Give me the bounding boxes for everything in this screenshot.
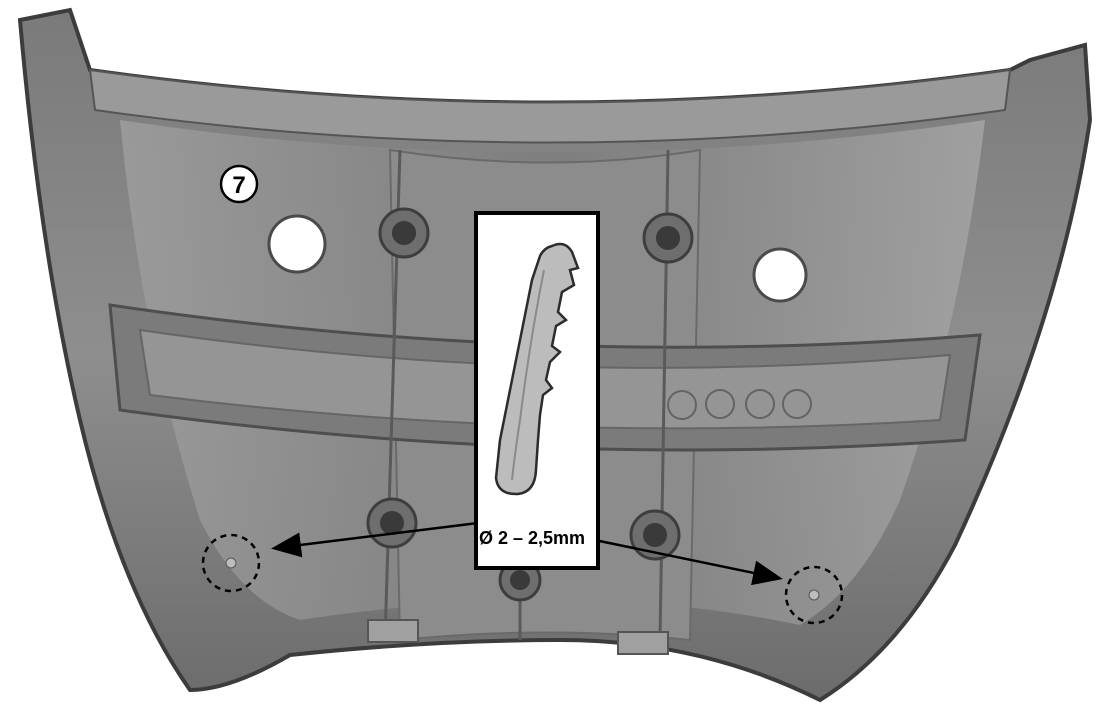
step-number-label: 7 xyxy=(232,172,245,199)
step-number-badge xyxy=(219,164,259,204)
screw-boss xyxy=(378,207,430,259)
mounting-hole-right xyxy=(752,247,808,303)
screw-boss xyxy=(642,212,694,264)
arrow-to-right-point xyxy=(584,536,783,586)
screw-boss xyxy=(629,509,681,561)
screw-boss xyxy=(366,497,418,549)
drill-point-marker-left xyxy=(201,533,261,593)
cover-top-rim xyxy=(88,68,1012,144)
arrow-to-left-point xyxy=(271,521,479,558)
drill-point-marker-right xyxy=(784,565,844,625)
mounting-hole-left xyxy=(267,214,327,274)
drill-bit-icon xyxy=(494,242,580,496)
drill-diameter-label: Ø 2 – 2,5mm xyxy=(479,528,585,548)
